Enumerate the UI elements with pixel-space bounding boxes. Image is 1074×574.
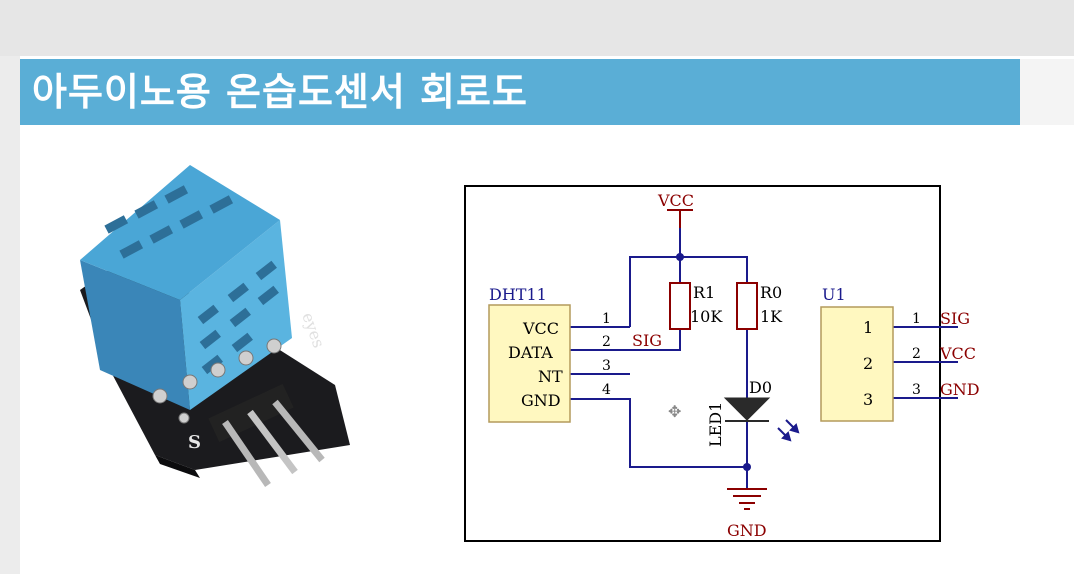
u1-inner-3: 3 <box>863 390 873 409</box>
schematic-frame <box>464 185 941 542</box>
u1-net-gnd: GND <box>940 380 980 399</box>
dht11-pin-data: DATA <box>508 343 553 362</box>
sensor-housing-side <box>80 260 190 410</box>
r0-body <box>736 282 758 330</box>
header-pins <box>208 383 325 487</box>
dht11-pin-num-4: 4 <box>602 382 611 398</box>
gnd-symbol <box>727 488 767 510</box>
wires <box>570 228 958 488</box>
u1-net-sig: SIG <box>940 309 970 328</box>
pcb-edge <box>155 455 200 478</box>
pin-marker-s: S <box>188 432 201 453</box>
dht11-pin-vcc: VCC <box>522 319 559 338</box>
led-light-arrows <box>777 419 800 442</box>
led-triangle <box>723 397 771 421</box>
move-cursor-icon: ✥ <box>668 402 681 421</box>
u1-inner-2: 2 <box>863 354 873 373</box>
junction-dots <box>676 253 751 471</box>
dht11-pin-num-3: 3 <box>602 358 611 374</box>
dht11-pin-nt: NT <box>538 367 563 386</box>
window-top-strip <box>0 0 1074 56</box>
r0-value: 1K <box>760 307 783 326</box>
slide-title: 아두이노용 온습도센서 회로도 <box>32 70 528 114</box>
r0-name: R0 <box>760 283 782 302</box>
u1-net-vcc: VCC <box>939 344 976 363</box>
r1-body <box>669 282 691 330</box>
u1-inner-1: 1 <box>863 318 873 337</box>
dht11-pin-num-1: 1 <box>602 311 611 327</box>
led-ref: LED1 <box>706 402 725 447</box>
sig-net-label: SIG <box>632 331 662 350</box>
dht11-name: DHT11 <box>489 285 547 304</box>
dht11-pin-gnd: GND <box>521 391 561 410</box>
solder-pads <box>152 338 282 424</box>
dht11-body <box>488 304 571 423</box>
led-name: D0 <box>749 378 772 397</box>
gnd-label: GND <box>727 521 767 540</box>
u1-pin-num-3: 3 <box>912 382 921 398</box>
title-band: 아두이노용 온습도센서 회로도 <box>20 59 1020 125</box>
u1-body <box>820 306 894 422</box>
u1-pin-num-1: 1 <box>912 311 921 327</box>
vcc-label: VCC <box>657 191 694 210</box>
dht11-pin-num-2: 2 <box>602 334 611 350</box>
u1-name: U1 <box>822 285 846 304</box>
sensor-grill <box>104 185 279 375</box>
r1-value: 10K <box>690 307 723 326</box>
r1-name: R1 <box>693 283 715 302</box>
dht11-module-photo: S eyes <box>80 165 350 487</box>
u1-pin-num-2: 2 <box>912 346 921 362</box>
title-band-edge <box>1020 59 1074 125</box>
